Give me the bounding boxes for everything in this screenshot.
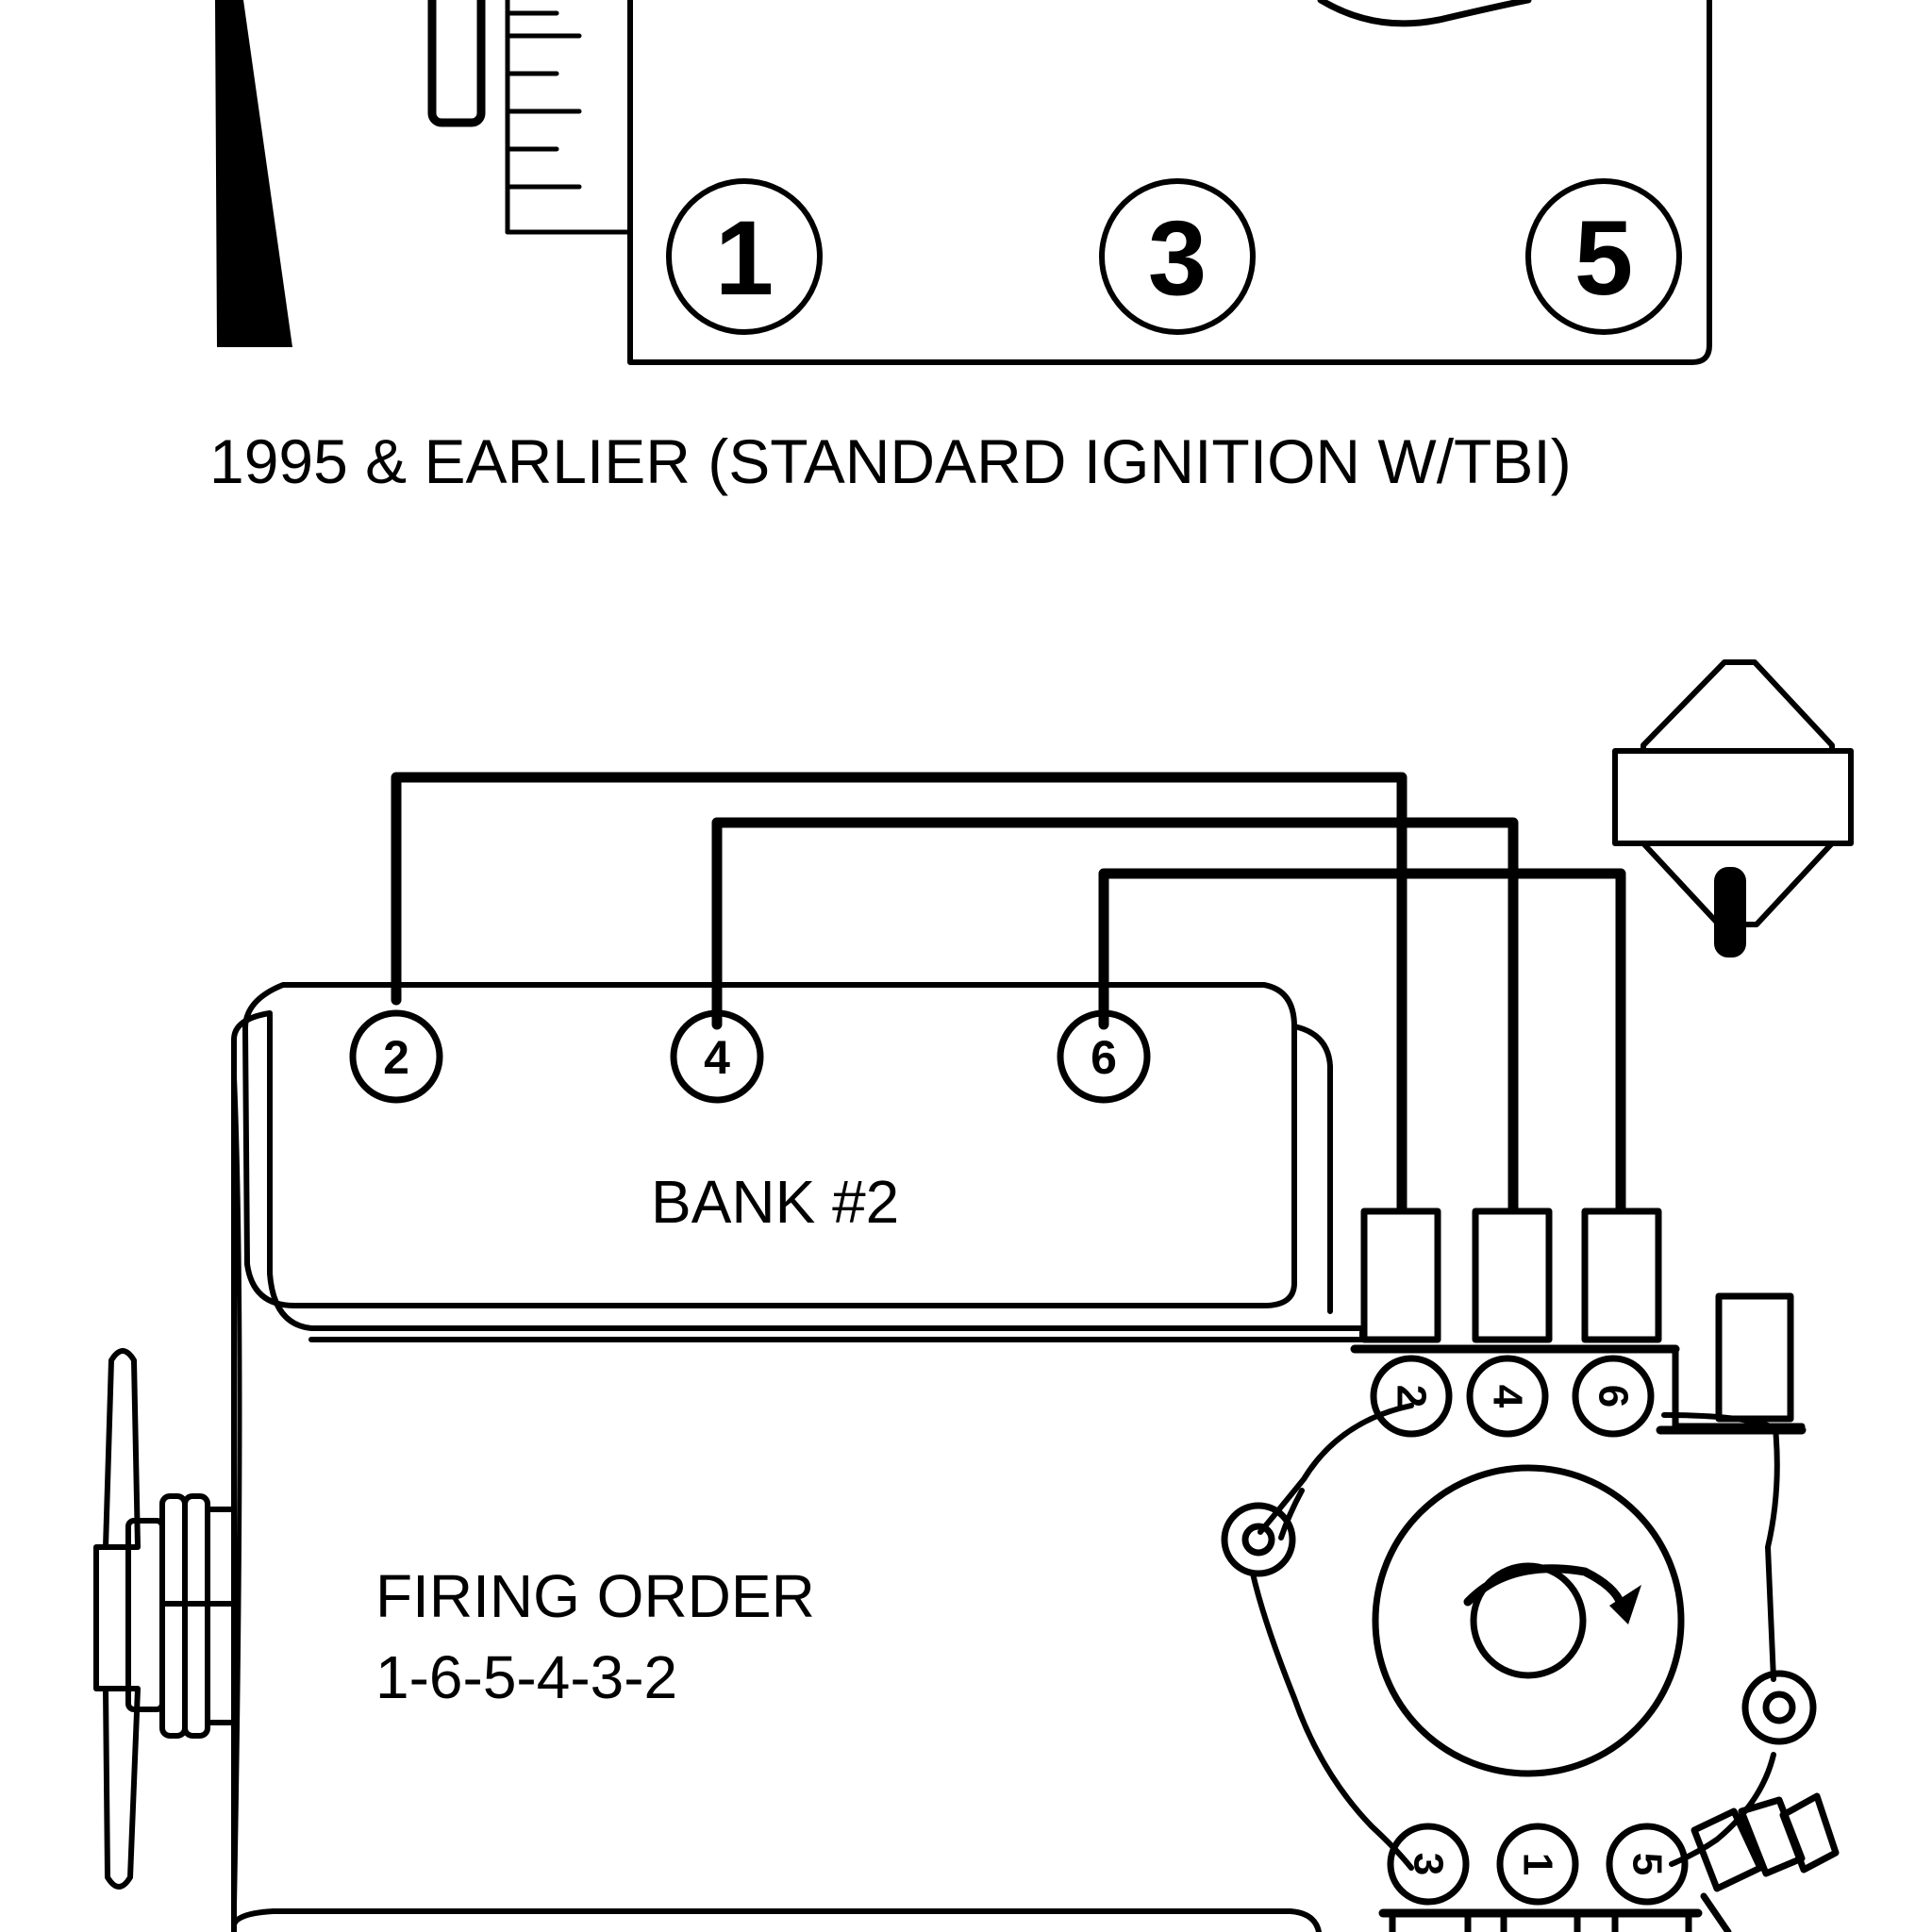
cylinder-number: 6 <box>1091 1031 1117 1084</box>
lower-valve-cover-partial <box>231 1908 1322 1932</box>
firing-order-title: FIRING ORDER <box>375 1562 815 1630</box>
mounting-lug-left <box>1221 1502 1296 1577</box>
mounting-lug-right <box>1741 1670 1817 1745</box>
engine-block-outline <box>231 1010 273 1932</box>
fan-and-pulley <box>93 1348 237 1890</box>
fan-blade-upper <box>103 1348 141 1550</box>
terminal-number: 5 <box>1624 1853 1671 1875</box>
bottom-engine-diagram: BANK #2 2 4 6 FIRING ORDER 1-6-5-4-3-2 <box>93 659 1854 1932</box>
cylinder-number: 3 <box>1148 199 1207 317</box>
bank2-cylinder-4: 4 <box>670 1009 764 1104</box>
firing-order-value: 1-6-5-4-3-2 <box>375 1643 677 1711</box>
timing-tab <box>427 0 486 127</box>
top-diagram-caption: 1995 & EARLIER (STANDARD IGNITION W/TBI) <box>209 426 1572 496</box>
rotation-arrowhead-icon <box>1609 1585 1641 1624</box>
distributor-terminal-6: 6 <box>1572 1355 1655 1438</box>
top-engine-diagram: 1 3 5 <box>215 0 1712 365</box>
top-cylinder-3: 3 <box>1099 178 1256 335</box>
fan-blade-lower <box>103 1686 141 1890</box>
terminal-number: 1 <box>1515 1853 1561 1875</box>
cylinder-number: 1 <box>715 199 774 317</box>
distributor-terminal-1: 1 <box>1496 1823 1579 1906</box>
valve-cover-lip <box>267 1012 1365 1342</box>
bank2-cylinder-6: 6 <box>1057 1009 1151 1104</box>
terminal-number: 4 <box>1485 1385 1531 1408</box>
engine-block-base-line <box>231 1063 242 1932</box>
distributor-left-arm <box>1278 1488 1305 1541</box>
engine-block-outline <box>627 0 1712 365</box>
distributor-terminal-4: 4 <box>1466 1355 1549 1438</box>
distributor-housing <box>1250 1403 1780 1871</box>
distributor-terminal-5: 5 <box>1606 1823 1689 1906</box>
top-cylinder-1: 1 <box>666 178 823 335</box>
bank-label: BANK #2 <box>651 1168 899 1236</box>
distributor-wire-boots <box>1350 1208 1680 1354</box>
spark-plug-wires <box>391 772 1626 1215</box>
cylinder-number: 5 <box>1574 199 1633 317</box>
bottom-wire-boots <box>1378 1792 1840 1932</box>
distributor-terminal-2: 2 <box>1370 1355 1453 1438</box>
valve-cover-outer <box>242 982 1297 1308</box>
terminal-number: 6 <box>1591 1385 1637 1407</box>
bank2-cylinder-2: 2 <box>349 1009 443 1104</box>
pulley-partial <box>1317 0 1532 27</box>
terminal-number: 2 <box>1389 1385 1435 1407</box>
distributor-cap <box>1372 1464 1685 1777</box>
rotation-arrow <box>1463 1564 1625 1608</box>
cylinder-number: 4 <box>704 1031 730 1084</box>
valve-cover-right-edge <box>1291 1024 1333 1314</box>
coil-wire-boot <box>1656 1292 1807 1435</box>
cylinder-number: 2 <box>383 1031 409 1084</box>
timing-scale <box>505 0 633 235</box>
fan-blade <box>215 0 292 347</box>
distributor-rotor-center <box>1470 1562 1587 1679</box>
ignition-coil <box>1612 659 1854 958</box>
wire-cylinder-4 <box>711 817 1519 1215</box>
distributor-terminal-3: 3 <box>1387 1823 1470 1906</box>
wire-cylinder-2 <box>391 772 1407 1215</box>
terminal-number: 3 <box>1406 1853 1452 1875</box>
wire-cylinder-6 <box>1098 868 1626 1215</box>
top-cylinder-5: 5 <box>1525 178 1682 335</box>
